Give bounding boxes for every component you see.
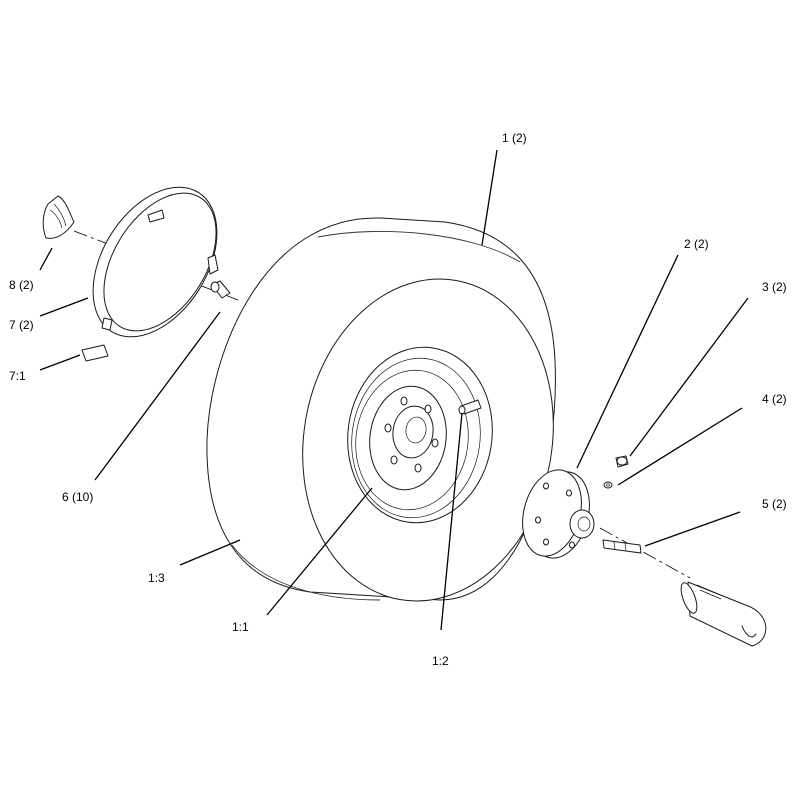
leader-5 xyxy=(644,511,741,547)
callout-5: 5 (2) xyxy=(762,497,787,511)
trim-ring xyxy=(92,186,219,338)
valve-stem xyxy=(458,399,482,415)
fitting xyxy=(603,481,613,489)
axle-shaft xyxy=(680,581,767,647)
leader-6 xyxy=(94,311,221,481)
callout-1: 1 (2) xyxy=(502,131,527,145)
leader-8 xyxy=(39,247,53,271)
hub xyxy=(522,469,595,559)
leader-2 xyxy=(576,254,679,469)
set-screw xyxy=(615,455,629,468)
key xyxy=(602,539,642,554)
callout-3: 3 (2) xyxy=(762,280,787,294)
callout-4: 4 (2) xyxy=(762,392,787,406)
callout-2: 2 (2) xyxy=(684,237,709,251)
leader-1-2 xyxy=(440,412,463,631)
hub-cap xyxy=(42,195,75,239)
callout-7-1: 7:1 xyxy=(9,369,26,383)
leader-7-1 xyxy=(39,354,81,371)
callout-1-3: 1:3 xyxy=(148,571,165,585)
leader-1 xyxy=(481,149,498,246)
leader-4 xyxy=(617,407,743,486)
leader-3 xyxy=(629,297,749,457)
callout-1-1: 1:1 xyxy=(232,620,249,634)
callout-7: 7 (2) xyxy=(9,318,34,332)
callout-1-2: 1:2 xyxy=(432,654,449,668)
leader-1-1 xyxy=(266,487,373,616)
callout-6: 6 (10) xyxy=(62,490,94,504)
leader-7 xyxy=(39,297,89,317)
callout-8: 8 (2) xyxy=(9,278,34,292)
lug-nut xyxy=(210,280,231,299)
leader-1-3 xyxy=(179,539,241,566)
leader-lines xyxy=(39,149,749,631)
decal xyxy=(81,344,109,362)
